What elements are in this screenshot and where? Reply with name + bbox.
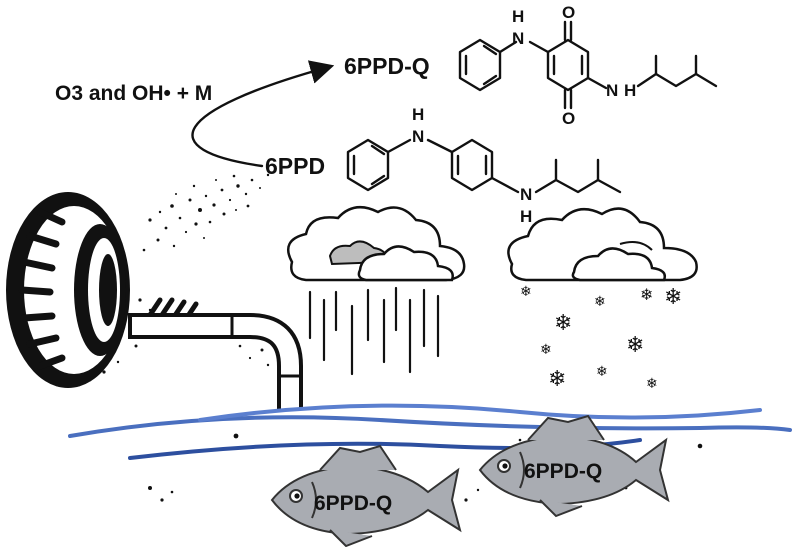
snowflake-icon: ❄	[664, 285, 682, 310]
snowflake-icon: ❄	[554, 311, 572, 336]
atom-o-1: O	[562, 3, 575, 22]
atom-o-2: O	[562, 109, 575, 128]
fish-icon	[270, 444, 462, 547]
snowflake-icon: ❄	[540, 342, 552, 358]
snowflake-icon: ❄	[596, 364, 608, 380]
atom-h-4: H	[520, 207, 532, 226]
snowflake-icon: ❄	[626, 333, 644, 358]
atom-n-2: N	[606, 81, 618, 100]
atom-h-1: H	[512, 7, 524, 26]
fish-icon	[478, 414, 670, 518]
atom-n-3: N	[412, 127, 424, 146]
reaction-conditions-label: O3 and OH• + M	[55, 82, 212, 105]
6ppd-structure: N H N H	[346, 105, 622, 226]
tire-icon	[6, 192, 130, 388]
snowflakes: ❄ ❄ ❄ ❄ ❄ ❄ ❄ ❄ ❄ ❄	[520, 284, 682, 392]
snowflake-icon: ❄	[640, 285, 653, 304]
snowflake-icon: ❄	[594, 294, 606, 310]
atom-h-2: H	[624, 81, 636, 100]
drain-pipe-icon	[128, 313, 303, 410]
rain-cloud-icon	[287, 205, 466, 376]
snow-cloud-icon	[507, 207, 698, 282]
atom-n-1: N	[512, 29, 524, 48]
atom-h-3: H	[412, 105, 424, 124]
snowflake-icon: ❄	[548, 367, 566, 392]
water-surface	[68, 403, 792, 460]
6ppd-q-structure: N H O O N H	[458, 3, 718, 128]
reactant-label: 6PPD	[265, 153, 325, 179]
fish-right-label: 6PPD-Q	[524, 460, 602, 483]
fish-left-label: 6PPD-Q	[314, 492, 392, 515]
reaction-arrow-icon	[191, 60, 335, 168]
snowflake-icon: ❄	[520, 284, 532, 300]
product-label: 6PPD-Q	[344, 53, 430, 79]
snowflake-icon: ❄	[646, 376, 658, 392]
atom-n-4: N	[520, 185, 532, 204]
